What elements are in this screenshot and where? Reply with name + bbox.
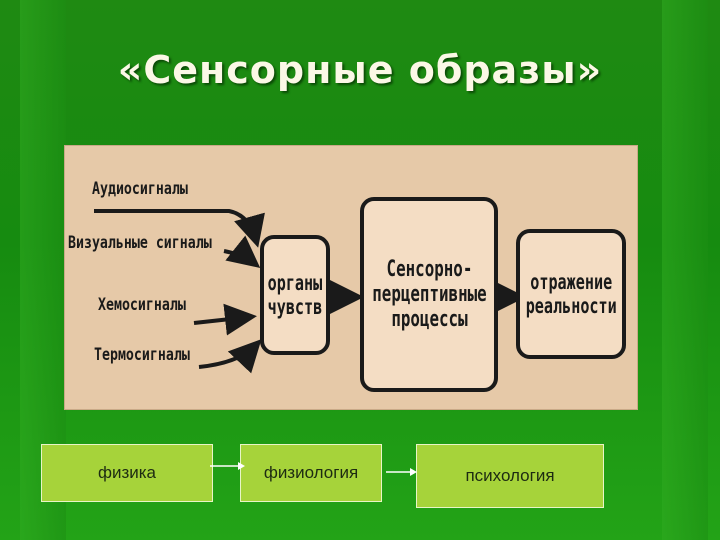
decor-stripe-right xyxy=(662,0,708,540)
box-reflection-of-reality: отражение реальности xyxy=(516,229,626,359)
processes-line-3: процессы xyxy=(390,307,468,333)
arrow-audio xyxy=(94,209,265,248)
arrow-physiology-to-psychology xyxy=(386,468,417,476)
signal-visual: Визуальные сигналы xyxy=(68,233,212,253)
organs-line-1: органы xyxy=(267,270,323,295)
diagram-panel: Аудиосигналы Визуальные сигналы Хемосигн… xyxy=(64,145,638,410)
processes-line-1: Сенсорно- xyxy=(386,256,472,282)
reflection-line-2: реальности xyxy=(525,294,617,318)
arrow-physics-to-physiology xyxy=(210,462,245,470)
signal-audio: Аудиосигналы xyxy=(92,179,188,199)
science-box-physiology: физиология xyxy=(240,444,382,502)
science-box-physics: физика xyxy=(41,444,213,502)
arrow-thermo xyxy=(198,339,262,374)
science-box-psychology: психология xyxy=(416,444,604,508)
box-sensory-perceptual-processes: Сенсорно- перцептивные процессы xyxy=(360,197,498,392)
arrow-chemo xyxy=(193,303,257,336)
signal-thermo: Термосигналы xyxy=(94,345,190,365)
organs-line-2: чувств xyxy=(267,295,323,319)
signal-chemo: Хемосигналы xyxy=(98,295,186,315)
processes-line-2: перцептивные xyxy=(371,281,487,307)
arrow-visual xyxy=(223,235,261,268)
box-sense-organs: органы чувств xyxy=(260,235,330,355)
slide-title: «Сенсорные образы» xyxy=(117,48,603,92)
reflection-line-1: отражение xyxy=(530,269,612,294)
